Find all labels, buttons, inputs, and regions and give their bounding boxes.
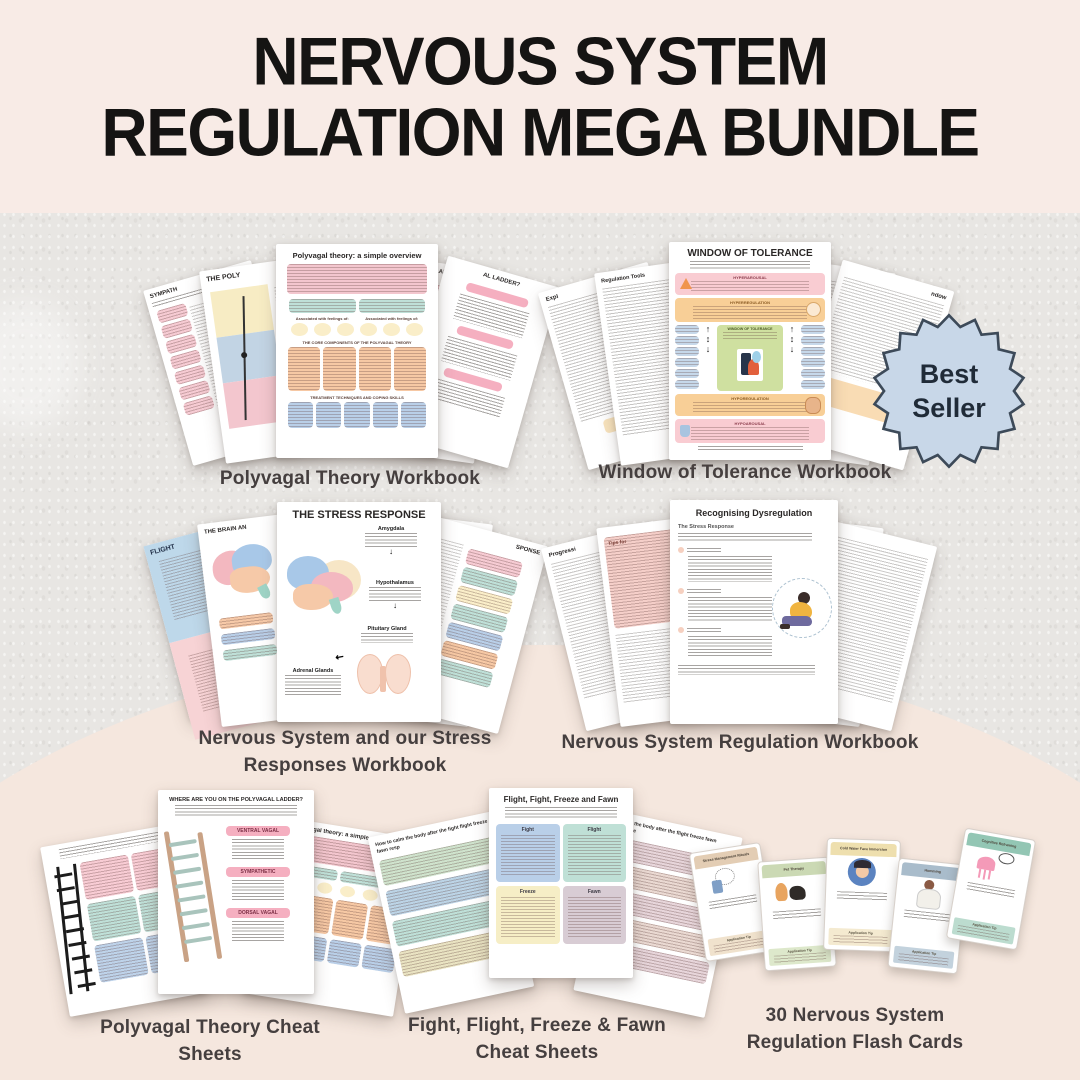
page-title: THE STRESS RESPONSE [292,509,426,521]
group-regulation-workbook: Progressi Tips for ous System Recognisin… [540,498,938,732]
quadrants-bottom: Freeze Fawn [496,886,626,944]
page-polyvagal-overview: Polyvagal theory: a simple overview Asso… [276,244,438,458]
section-heading: THE CORE COMPONENTS OF THE POLYVAGAL THE… [302,340,412,345]
text-lines [678,533,812,541]
application-tip-band: Application Tip [951,917,1016,945]
section-heading: TREATMENT TECHNIQUES AND COPING SKILLS [310,395,404,400]
group-ffff-cheatsheets: How to calm the body after the fight fli… [367,788,743,1018]
branch-boxes [289,299,425,313]
label-amygdala: Amygdala ↓ [365,526,417,556]
up-down-arrows: ↑↕↓ [789,324,795,354]
hyporegulation-band: HYPOREGULATION [675,394,825,416]
figure-icon [680,425,690,437]
header-band: NERVOUS SYSTEM REGULATION MEGA BUNDLE [0,0,1080,213]
thought-bubble-icon [997,851,1016,866]
group-polyvagal-cheatsheets: Polyvagal theory: a simple overview [40,790,422,1017]
hyperregulation-band: HYPERREGULATION [675,298,825,322]
label-adrenal: Adrenal Glands [285,668,341,697]
caption-regulation-workbook: Nervous System Regulation Workbook [561,732,919,753]
brain-illustration [287,554,363,618]
right-column [801,325,825,391]
label-pituitary: Pituitary Gland [361,626,413,643]
title-line-1: NERVOUS SYSTEM [252,22,829,100]
hypoarousal-band: HYPOAROUSAL [675,419,825,443]
kidneys-illustration [355,654,413,698]
group-stress-workbook: FLIGHT FIGHT THE BRAIN AN [143,498,549,740]
flashcard-cold-water: Cold Water Face Immersion Application Ti… [823,837,901,953]
page-polyvagal-ladder: WHERE ARE YOU ON THE POLYVAGAL LADDER? V… [158,790,314,994]
application-tip-band: Application Tip [892,945,955,969]
treatment-row [288,402,427,428]
title-line-2: REGULATION MEGA BUNDLE [101,93,980,170]
checklist-section [678,588,830,621]
face-immersion-illustration [829,855,896,891]
caption-ffff-cheatsheets: Fight, Flight, Freeze & Fawn Cheat Sheet… [408,1015,666,1063]
page-stress-response: THE STRESS RESPONSE Amygdala ↓ Hypothala… [277,502,441,722]
badge-line-2: Seller [912,392,986,423]
up-down-arrows: ↑↕↓ [705,324,711,354]
feeling-circles [291,323,423,336]
text-lines [174,805,298,817]
page-title: Polyvagal theory: a simple overview [292,251,422,260]
page-title: WINDOW OF TOLERANCE [687,248,813,259]
brain-illustration [210,541,280,604]
group-flashcards: Stress Management Rituals Application Ti… [688,825,1037,990]
wooden-ladder-illustration [158,825,230,965]
text-lines [505,807,617,819]
text-lines [690,261,810,270]
figure-icon [806,302,821,317]
brain-label-pills [218,612,278,662]
feelings-labels: Associated with feelings of: Associated … [295,316,419,321]
left-column [675,325,699,391]
window-center-box: WINDOW OF TOLERANCE [717,325,783,391]
hyperarousal-band: HYPERAROUSAL [675,273,825,295]
bundle-title: NERVOUS SYSTEM REGULATION MEGA BUNDLE [0,26,1080,167]
quadrants-top: Fight Flight [496,824,626,882]
text-lines [772,908,822,921]
person-illustration [737,349,763,381]
text-lines [678,665,815,675]
ladder-sections: VENTRAL VAGAL SYMPATHETIC DORSAL VAGAL [226,826,290,941]
text-lines [697,446,803,452]
window-middle-row: ↑↕↓ WINDOW OF TOLERANCE ↑↕↓ [675,324,825,391]
badge-line-1: Best [919,359,979,389]
label-hypothalamus: Hypothalamus ↓ [369,580,421,610]
checklist-section [678,547,830,582]
page-subtitle: The Stress Response [678,524,734,530]
application-tip-band: Application Tip [828,927,893,948]
flame-icon [680,278,692,289]
core-components-row [288,347,426,391]
group-polyvagal-workbook: SYMPATH THE POLY [143,238,560,470]
page-title: Recognising Dysregulation [695,508,813,518]
flashcard-cognitive-reframing: Cognitive Reframing Application Tip [945,827,1037,951]
page-ffff: Flight, Fight, Freeze and Fawn Fight Fli… [489,788,633,978]
arrow-icon: ↙ [332,650,346,665]
group-window-workbook: Expl Regulation Tools ting Your Window n… [537,238,955,471]
caption-polyvagal-cheatsheets: Polyvagal Theory Cheat Sheets [100,1017,320,1065]
text-lines [836,891,888,902]
best-seller-badge: Best Seller [860,302,1038,480]
page-window-of-tolerance: WINDOW OF TOLERANCE HYPERAROUSAL HYPERRE… [669,242,831,460]
application-tip-band: Application Tip [768,944,832,967]
sitting-person-illustration [772,578,832,650]
badge-label: Best Seller [860,358,1038,426]
intro-paragraph-box [287,264,427,294]
caption-flashcards: 30 Nervous System Regulation Flash Cards [746,1005,964,1053]
caption-stress-workbook: Nervous System and our Stress Responses … [198,728,492,776]
page-title: WHERE ARE YOU ON THE POLYVAGAL LADDER? [169,797,303,803]
checklist-section [678,627,830,658]
caption-polyvagal-workbook: Polyvagal Theory Workbook [219,468,481,489]
caption-window-workbook: Window of Tolerance Workbook [598,462,892,483]
figure-icon [805,397,821,414]
cat-dog-illustration [762,874,828,910]
page-recognising-dysregulation: Recognising Dysregulation The Stress Res… [670,500,838,724]
starburst-seal [872,313,1026,469]
page-title: Flight, Fight, Freeze and Fawn [503,795,619,804]
